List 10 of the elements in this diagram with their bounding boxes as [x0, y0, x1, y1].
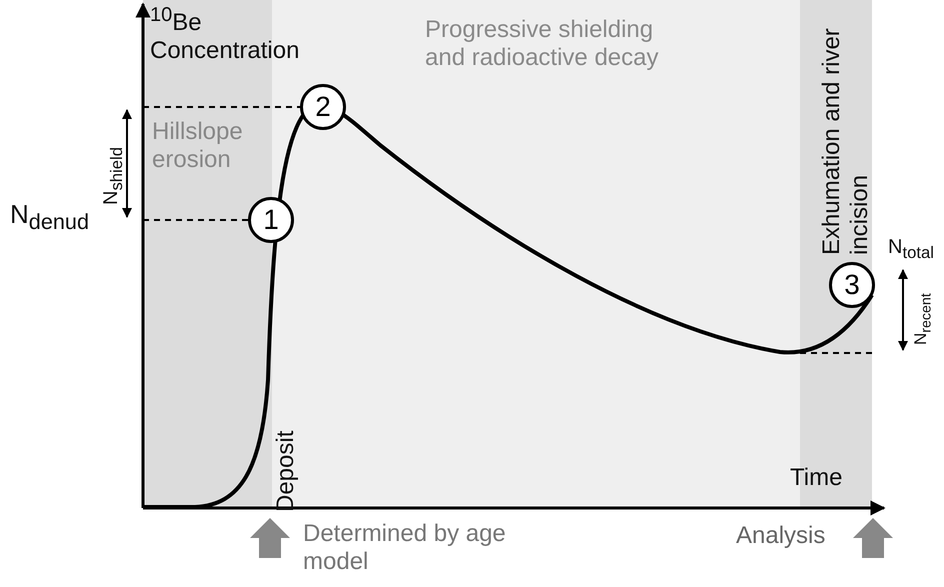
- phase-label: Exhumation and river incision: [818, 27, 874, 255]
- phase-label: Hillslope erosion: [152, 118, 244, 174]
- axis-label: Time: [790, 464, 842, 492]
- phase-label: Progressive shielding and radioactive decay: [425, 16, 660, 72]
- annotation-text: Determined by age model: [303, 520, 507, 576]
- annotation-text: Analysis: [736, 522, 826, 550]
- dimension-label: N$_{total}$: [888, 236, 934, 262]
- dimension-label: N$_{denud}$: [10, 200, 90, 236]
- event-label: Deposit: [272, 430, 300, 512]
- axis-label: $^{10}$Be Concentration: [150, 4, 300, 64]
